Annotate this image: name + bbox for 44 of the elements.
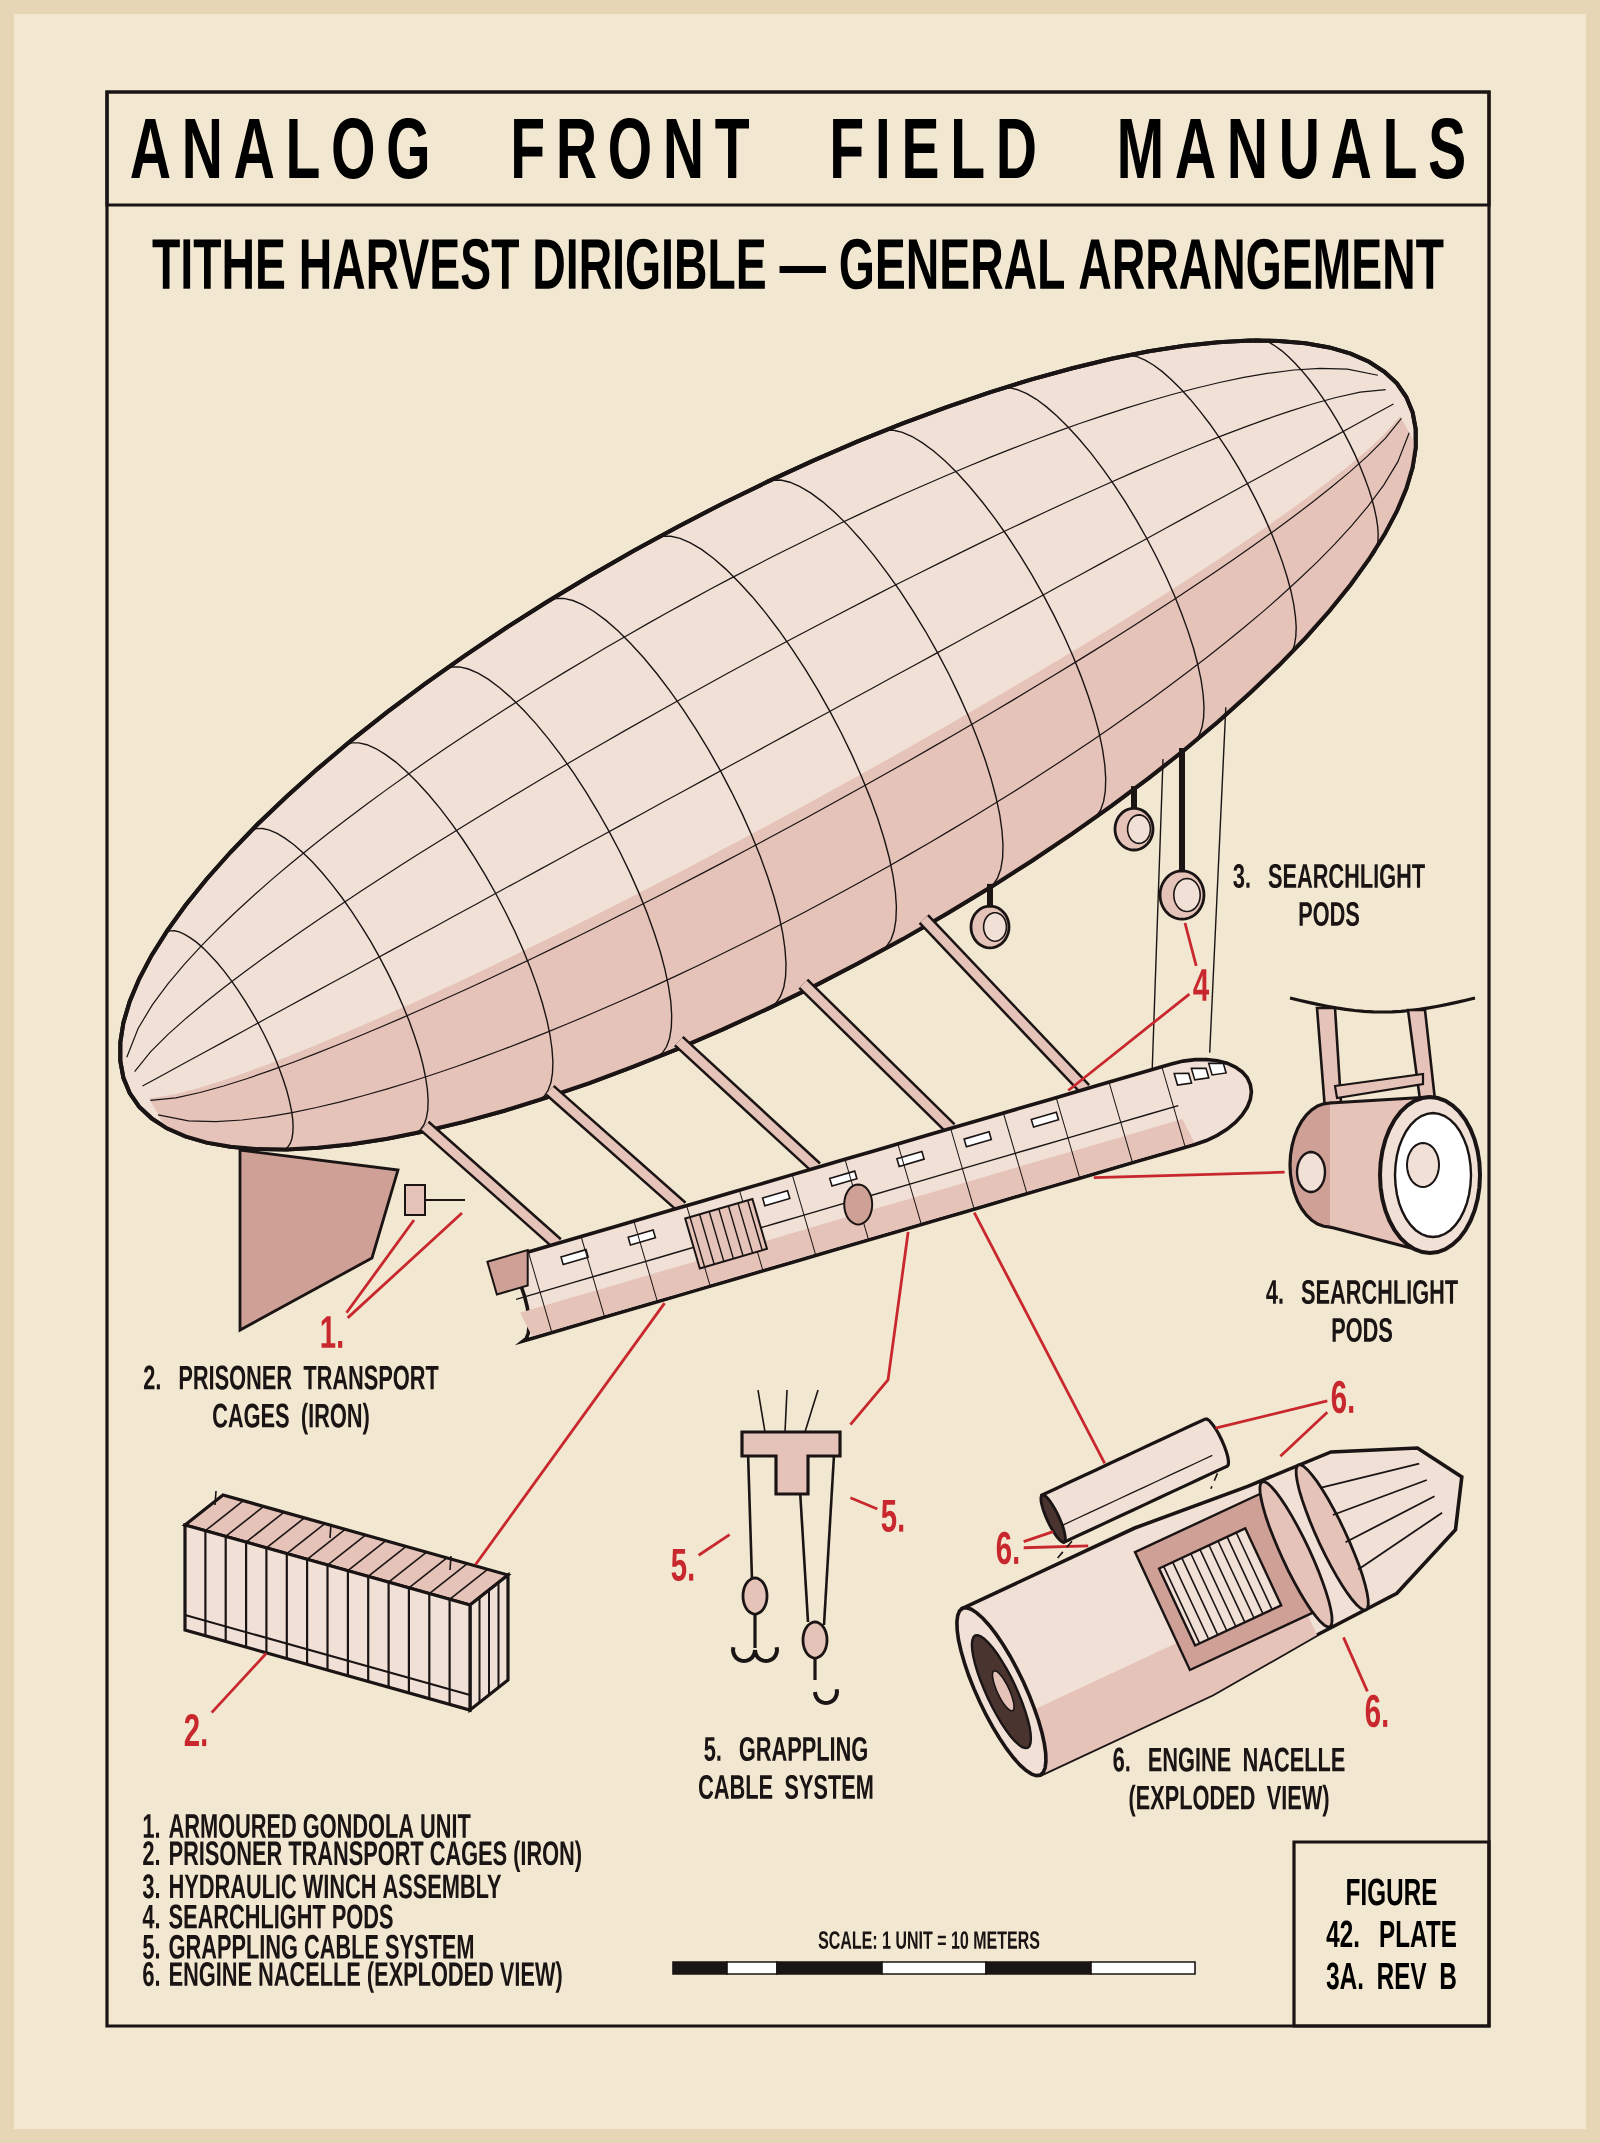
callout-number: 6. bbox=[996, 1531, 1019, 1565]
parts-list-item: 5. GRAPPLING CABLE SYSTEM bbox=[143, 1934, 474, 1959]
leader-line bbox=[345, 1219, 416, 1314]
callout-number: 5. bbox=[671, 1548, 694, 1582]
leader-line bbox=[346, 1212, 463, 1319]
nacelle-drawing bbox=[955, 1446, 1464, 1778]
callout-number: 2. bbox=[184, 1713, 207, 1747]
callout-number: 5. bbox=[881, 1499, 904, 1533]
leader-line bbox=[849, 1231, 910, 1426]
leader-line bbox=[1342, 1636, 1369, 1692]
guide-line bbox=[1210, 1472, 1219, 1490]
callout-number: 6. bbox=[1331, 1380, 1354, 1414]
gondola-drawing bbox=[486, 1057, 1254, 1346]
part-caption: 3. SEARCHLIGHT PODS bbox=[1233, 864, 1425, 927]
leader-line bbox=[1279, 1411, 1329, 1458]
parts-list-item: 1. ARMOURED GONDOLA UNIT bbox=[143, 1814, 471, 1839]
leader-line bbox=[1215, 1399, 1328, 1430]
leader-line bbox=[697, 1533, 731, 1557]
leader-line bbox=[849, 1496, 878, 1511]
leader-line bbox=[210, 1652, 268, 1714]
part-caption: 5. GRAPPLING CABLE SYSTEM bbox=[699, 1737, 873, 1800]
title-text: TITHE HARVEST DIRIGIBLE — GENERAL ARRANGEMENT bbox=[152, 238, 1444, 290]
plate-box: FIGURE 42. PLATE 3A. REV B bbox=[1292, 1840, 1491, 2028]
part-caption: 2. PRISONER TRANSPORT CAGES (IRON) bbox=[144, 1365, 439, 1435]
part-caption: 6. ENGINE NACELLE (EXPLODED VIEW) bbox=[1113, 1747, 1345, 1817]
callout-number: 4 bbox=[1193, 969, 1210, 1001]
parts-list-item: 3. HYDRAULIC WINCH ASSEMBLY bbox=[142, 1874, 502, 1899]
leader-line bbox=[474, 1302, 666, 1566]
leader-line bbox=[1093, 1170, 1285, 1180]
parts-list-item: 2. PRISONER TRANSPORT CAGES (IRON) bbox=[143, 1840, 581, 1873]
parts-list-item: 4. SEARCHLIGHT PODS bbox=[142, 1904, 393, 1929]
leader-line bbox=[1023, 1544, 1089, 1550]
leader-line bbox=[1023, 1530, 1054, 1543]
searchlight-drawing bbox=[1288, 996, 1482, 1256]
callout-number: 6. bbox=[1365, 1694, 1388, 1728]
leader-line bbox=[1183, 922, 1198, 967]
header-band: ANALOG FRONT FIELD MANUALS bbox=[105, 90, 1491, 207]
leader-line bbox=[973, 1211, 1106, 1464]
part-caption: 4. SEARCHLIGHT PODS bbox=[1266, 1280, 1458, 1343]
pulley-drawing bbox=[731, 1389, 842, 1706]
callout-number: 1. bbox=[321, 1316, 343, 1348]
scale-text: SCALE: 1 UNIT = 10 METERS bbox=[818, 1931, 1040, 1949]
parts-list-item: 6. ENGINE NACELLE (EXPLODED VIEW) bbox=[143, 1961, 562, 1993]
leader-line bbox=[1067, 992, 1191, 1092]
